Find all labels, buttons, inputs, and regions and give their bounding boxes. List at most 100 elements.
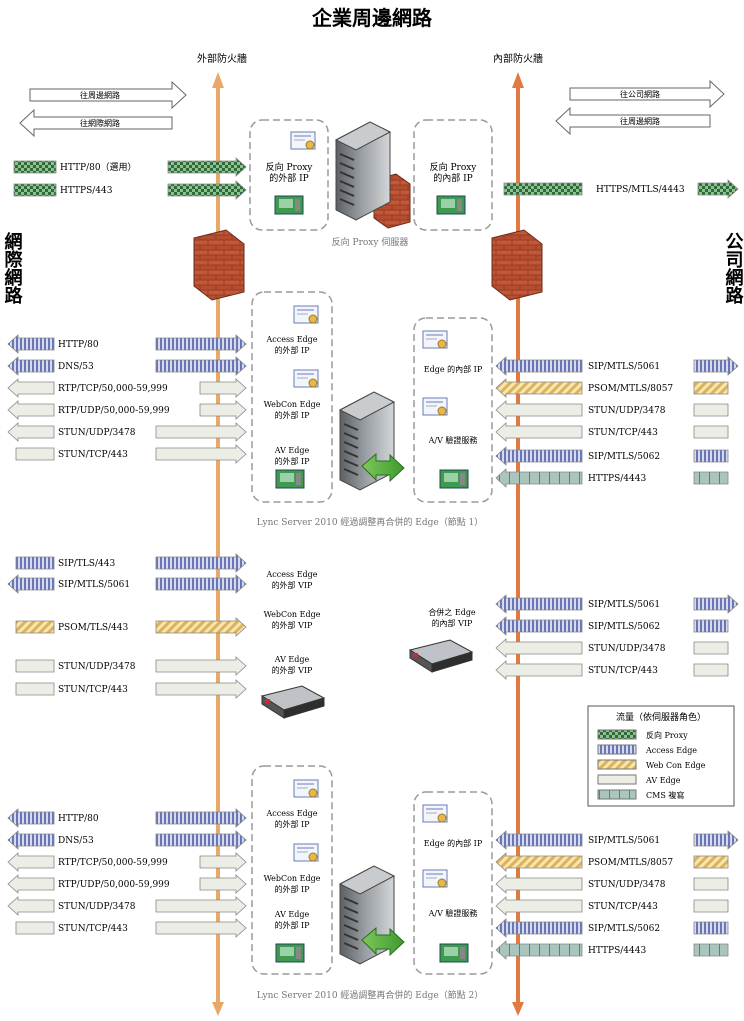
edge1-ext-arrow xyxy=(199,400,247,420)
edge1-ext-tail xyxy=(15,447,55,461)
edge2-int-port-label: SIP/MTLS/5061 xyxy=(588,836,660,846)
edge2-ext-tail xyxy=(7,830,55,850)
edge1-ext-port-label: RTP/UDP/50,000-59,999 xyxy=(58,406,170,416)
lb-ext-port-label: SIP/MTLS/5061 xyxy=(58,580,130,590)
edge2-int-tail xyxy=(693,830,739,850)
certificate-icon xyxy=(293,779,319,798)
edge1-int-arrow xyxy=(495,378,583,398)
legend-label: CMS 複寫 xyxy=(646,790,684,800)
edge1-int-tail xyxy=(693,449,729,463)
edge2-ext-port-label: STUN/TCP/443 xyxy=(58,924,128,934)
proxy-ext-port-tail xyxy=(13,160,57,174)
network-card-icon xyxy=(275,469,305,489)
edge2-ext-port-label: STUN/UDP/3478 xyxy=(58,902,136,912)
edge1-int-tail xyxy=(693,356,739,376)
edge1-int-port-label: HTTPS/4443 xyxy=(588,474,646,484)
edge2-int-port-label: HTTPS/4443 xyxy=(588,946,646,956)
internet-side-label: 網際網路 xyxy=(2,231,23,305)
dashed-boxes xyxy=(249,119,493,975)
edge2-ext-tail xyxy=(7,896,55,916)
edge2-int-port-label: PSOM/MTLS/8057 xyxy=(588,858,673,868)
edge1-int-label: A/V 驗證服務 xyxy=(428,435,478,445)
proxy-ext-port-arrow xyxy=(167,157,247,177)
edge2-int-arrow xyxy=(495,918,583,938)
proxy-caption: 反向 Proxy 伺服器 xyxy=(332,236,409,248)
edge2-int-tail xyxy=(693,921,729,935)
lb-int-port-label: STUN/TCP/443 xyxy=(588,666,658,676)
edge2-int-tail xyxy=(693,855,729,869)
lb-int-arrow xyxy=(495,594,583,614)
certificate-icon xyxy=(422,330,448,349)
edge2-int-arrow xyxy=(495,874,583,894)
proxy-ext-port-label: HTTP/80（選用） xyxy=(60,162,137,173)
lb-ext-arrow xyxy=(155,574,247,594)
to-corporate-right: 往公司網路 xyxy=(620,89,660,99)
network-card-icon xyxy=(275,943,305,963)
certificate-icon xyxy=(290,131,316,150)
edge2-ext-tail xyxy=(7,852,55,872)
lb-ext-port-label: STUN/UDP/3478 xyxy=(58,662,136,672)
edge1-ext-tail xyxy=(7,334,55,354)
edge2-ext-arrow xyxy=(155,918,247,938)
lb-ext-arrow xyxy=(155,553,247,573)
lb-ext-port-label: PSOM/TLS/443 xyxy=(58,623,128,633)
network-card-icon xyxy=(274,195,304,215)
edge2-ext-tail xyxy=(7,874,55,894)
legend-label: AV Edge xyxy=(645,776,681,785)
lb-int-port-label: STUN/UDP/3478 xyxy=(588,644,666,654)
proxy-int-port-label: HTTPS/MTLS/4443 xyxy=(596,185,685,195)
edge2-caption: Lync Server 2010 經過調整再合併的 Edge（節點 2） xyxy=(257,989,484,1001)
edge1-ext-port-label: STUN/UDP/3478 xyxy=(58,428,136,438)
diagram-title: 企業周邊網路 xyxy=(311,6,433,30)
certificate-icon xyxy=(293,305,319,324)
lb-ext-port-label: SIP/TLS/443 xyxy=(58,559,115,569)
edge2-int-port-label: SIP/MTLS/5062 xyxy=(588,924,660,934)
to-perimeter-left: 往周邊網路 xyxy=(80,90,120,100)
edge2-int-arrow xyxy=(495,896,583,916)
edge2-ext-tail xyxy=(7,808,55,828)
edge1-int-tail xyxy=(693,471,729,485)
edge2-int-label: A/V 驗證服務 xyxy=(428,908,478,918)
network-card-icon xyxy=(436,195,466,215)
edge2-ext-arrow xyxy=(199,852,247,872)
edge2-ext-port-label: RTP/TCP/50,000-59,999 xyxy=(58,858,168,868)
proxy-ext-port-arrow xyxy=(167,180,247,200)
firewall-brick-icon xyxy=(193,173,543,301)
lb-int-arrow xyxy=(495,638,583,658)
lb-ext-port-label: STUN/TCP/443 xyxy=(58,685,128,695)
internal-firewall-label: 內部防火牆 xyxy=(493,52,543,65)
edge1-int-arrow xyxy=(495,446,583,466)
edge1-int-arrow xyxy=(495,356,583,376)
network-card-icon xyxy=(439,943,469,963)
edge1-int-port-label: STUN/TCP/443 xyxy=(588,428,658,438)
lb-int-port-label: SIP/MTLS/5062 xyxy=(588,622,660,632)
edge2-int-tail xyxy=(693,877,729,891)
lb-ext-arrow xyxy=(155,617,247,637)
edge2-ext-port-label: DNS/53 xyxy=(58,836,94,846)
edge2-int-arrow xyxy=(495,940,583,960)
edge2-ext-arrow xyxy=(199,874,247,894)
proxy-ext-port-tail xyxy=(13,183,57,197)
lb-int-tail xyxy=(693,663,729,677)
edge1-ext-arrow xyxy=(155,422,247,442)
to-internet-left: 往網際網路 xyxy=(80,118,120,128)
lb-ext-tail xyxy=(15,659,55,673)
to-perimeter-right: 往周邊網路 xyxy=(620,116,660,126)
lb-ext-arrow xyxy=(155,679,247,699)
edge1-ext-tail xyxy=(7,356,55,376)
edge1-ext-arrow xyxy=(199,378,247,398)
edge1-ext-tail xyxy=(7,422,55,442)
edge2-ext-arrow xyxy=(155,896,247,916)
lb-int-tail xyxy=(693,619,729,633)
edge1-int-arrow xyxy=(495,422,583,442)
edge2-int-arrow xyxy=(495,830,583,850)
lb-ext-tail xyxy=(7,574,55,594)
legend-swatch-cms xyxy=(597,789,637,800)
